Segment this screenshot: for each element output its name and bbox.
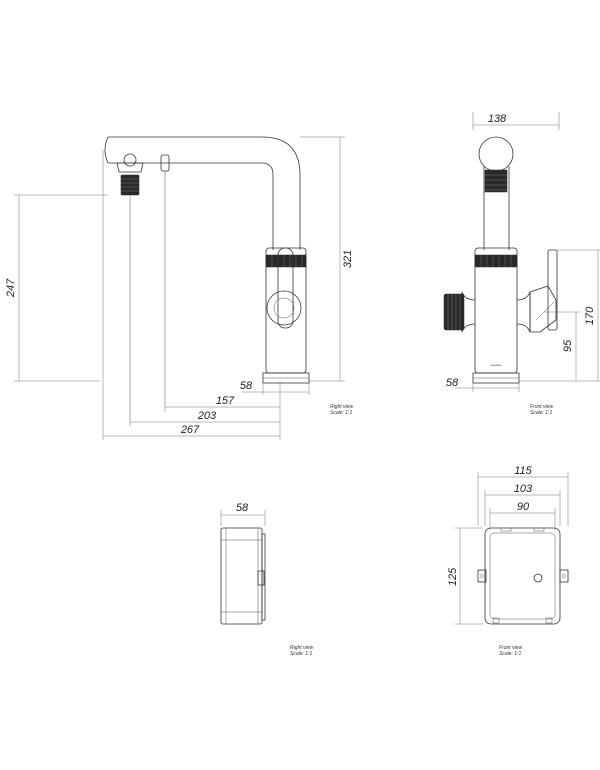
caption-front-line2: Scale: 1:1 bbox=[530, 410, 552, 416]
brand-mark: quooker bbox=[491, 363, 502, 367]
box-right-tab bbox=[559, 569, 569, 583]
faucet-lever bbox=[277, 247, 294, 329]
lever-knob bbox=[266, 290, 302, 326]
dim-58-box: 58 bbox=[236, 502, 249, 514]
box-front-inner bbox=[489, 532, 556, 620]
spray-head bbox=[116, 162, 144, 173]
dim-170: 170 bbox=[584, 306, 596, 325]
box-cable-hole bbox=[533, 573, 543, 583]
dim-267: 267 bbox=[180, 424, 200, 436]
dim-103: 103 bbox=[514, 483, 533, 495]
side-spray-knurl bbox=[120, 174, 140, 196]
box-side-view: 58 Right view Scale: 1:1 bbox=[220, 502, 313, 657]
dim-58-front: 58 bbox=[446, 377, 459, 389]
front-body-knurl bbox=[474, 254, 518, 268]
caption-front-line1: Front view bbox=[530, 404, 553, 410]
dim-125: 125 bbox=[447, 567, 459, 586]
dim-115: 115 bbox=[514, 465, 532, 477]
caption-box-front-line2: Scale: 1:1 bbox=[499, 651, 521, 657]
caption-side-line1: Right view bbox=[330, 404, 353, 410]
front-spray-knurl bbox=[484, 169, 508, 193]
dim-90: 90 bbox=[517, 501, 530, 513]
dim-247: 247 bbox=[5, 278, 17, 298]
box-left-tab bbox=[477, 569, 487, 583]
box-side-outline bbox=[220, 527, 263, 625]
front-wall-plate bbox=[547, 249, 558, 331]
front-spout-top bbox=[478, 136, 514, 172]
caption-box-side-line2: Scale: 1:1 bbox=[290, 651, 312, 657]
caption-box-side-line1: Right view bbox=[290, 645, 313, 651]
dim-95: 95 bbox=[562, 339, 574, 352]
dim-203: 203 bbox=[197, 410, 217, 422]
caption-box-front-line1: Front view bbox=[499, 645, 522, 651]
dim-138: 138 bbox=[488, 113, 507, 125]
front-left-knob bbox=[443, 293, 465, 331]
front-right-lever bbox=[529, 285, 557, 333]
faucet-side-view: 321 247 58 157 203 267 Right view Scale:… bbox=[5, 136, 354, 440]
caption-side-line2: Scale: 1:1 bbox=[330, 410, 352, 416]
box-front-view: 115 103 90 125 Front view Scale: 1:1 bbox=[447, 465, 569, 657]
box-front-outline bbox=[484, 527, 561, 625]
dim-321: 321 bbox=[342, 250, 354, 268]
faucet-spout-outline bbox=[108, 136, 301, 250]
dim-157: 157 bbox=[216, 395, 235, 407]
faucet-front-view: quooker 138 170 95 58 Front view Scale: … bbox=[443, 112, 600, 416]
dim-58-side: 58 bbox=[240, 380, 253, 392]
